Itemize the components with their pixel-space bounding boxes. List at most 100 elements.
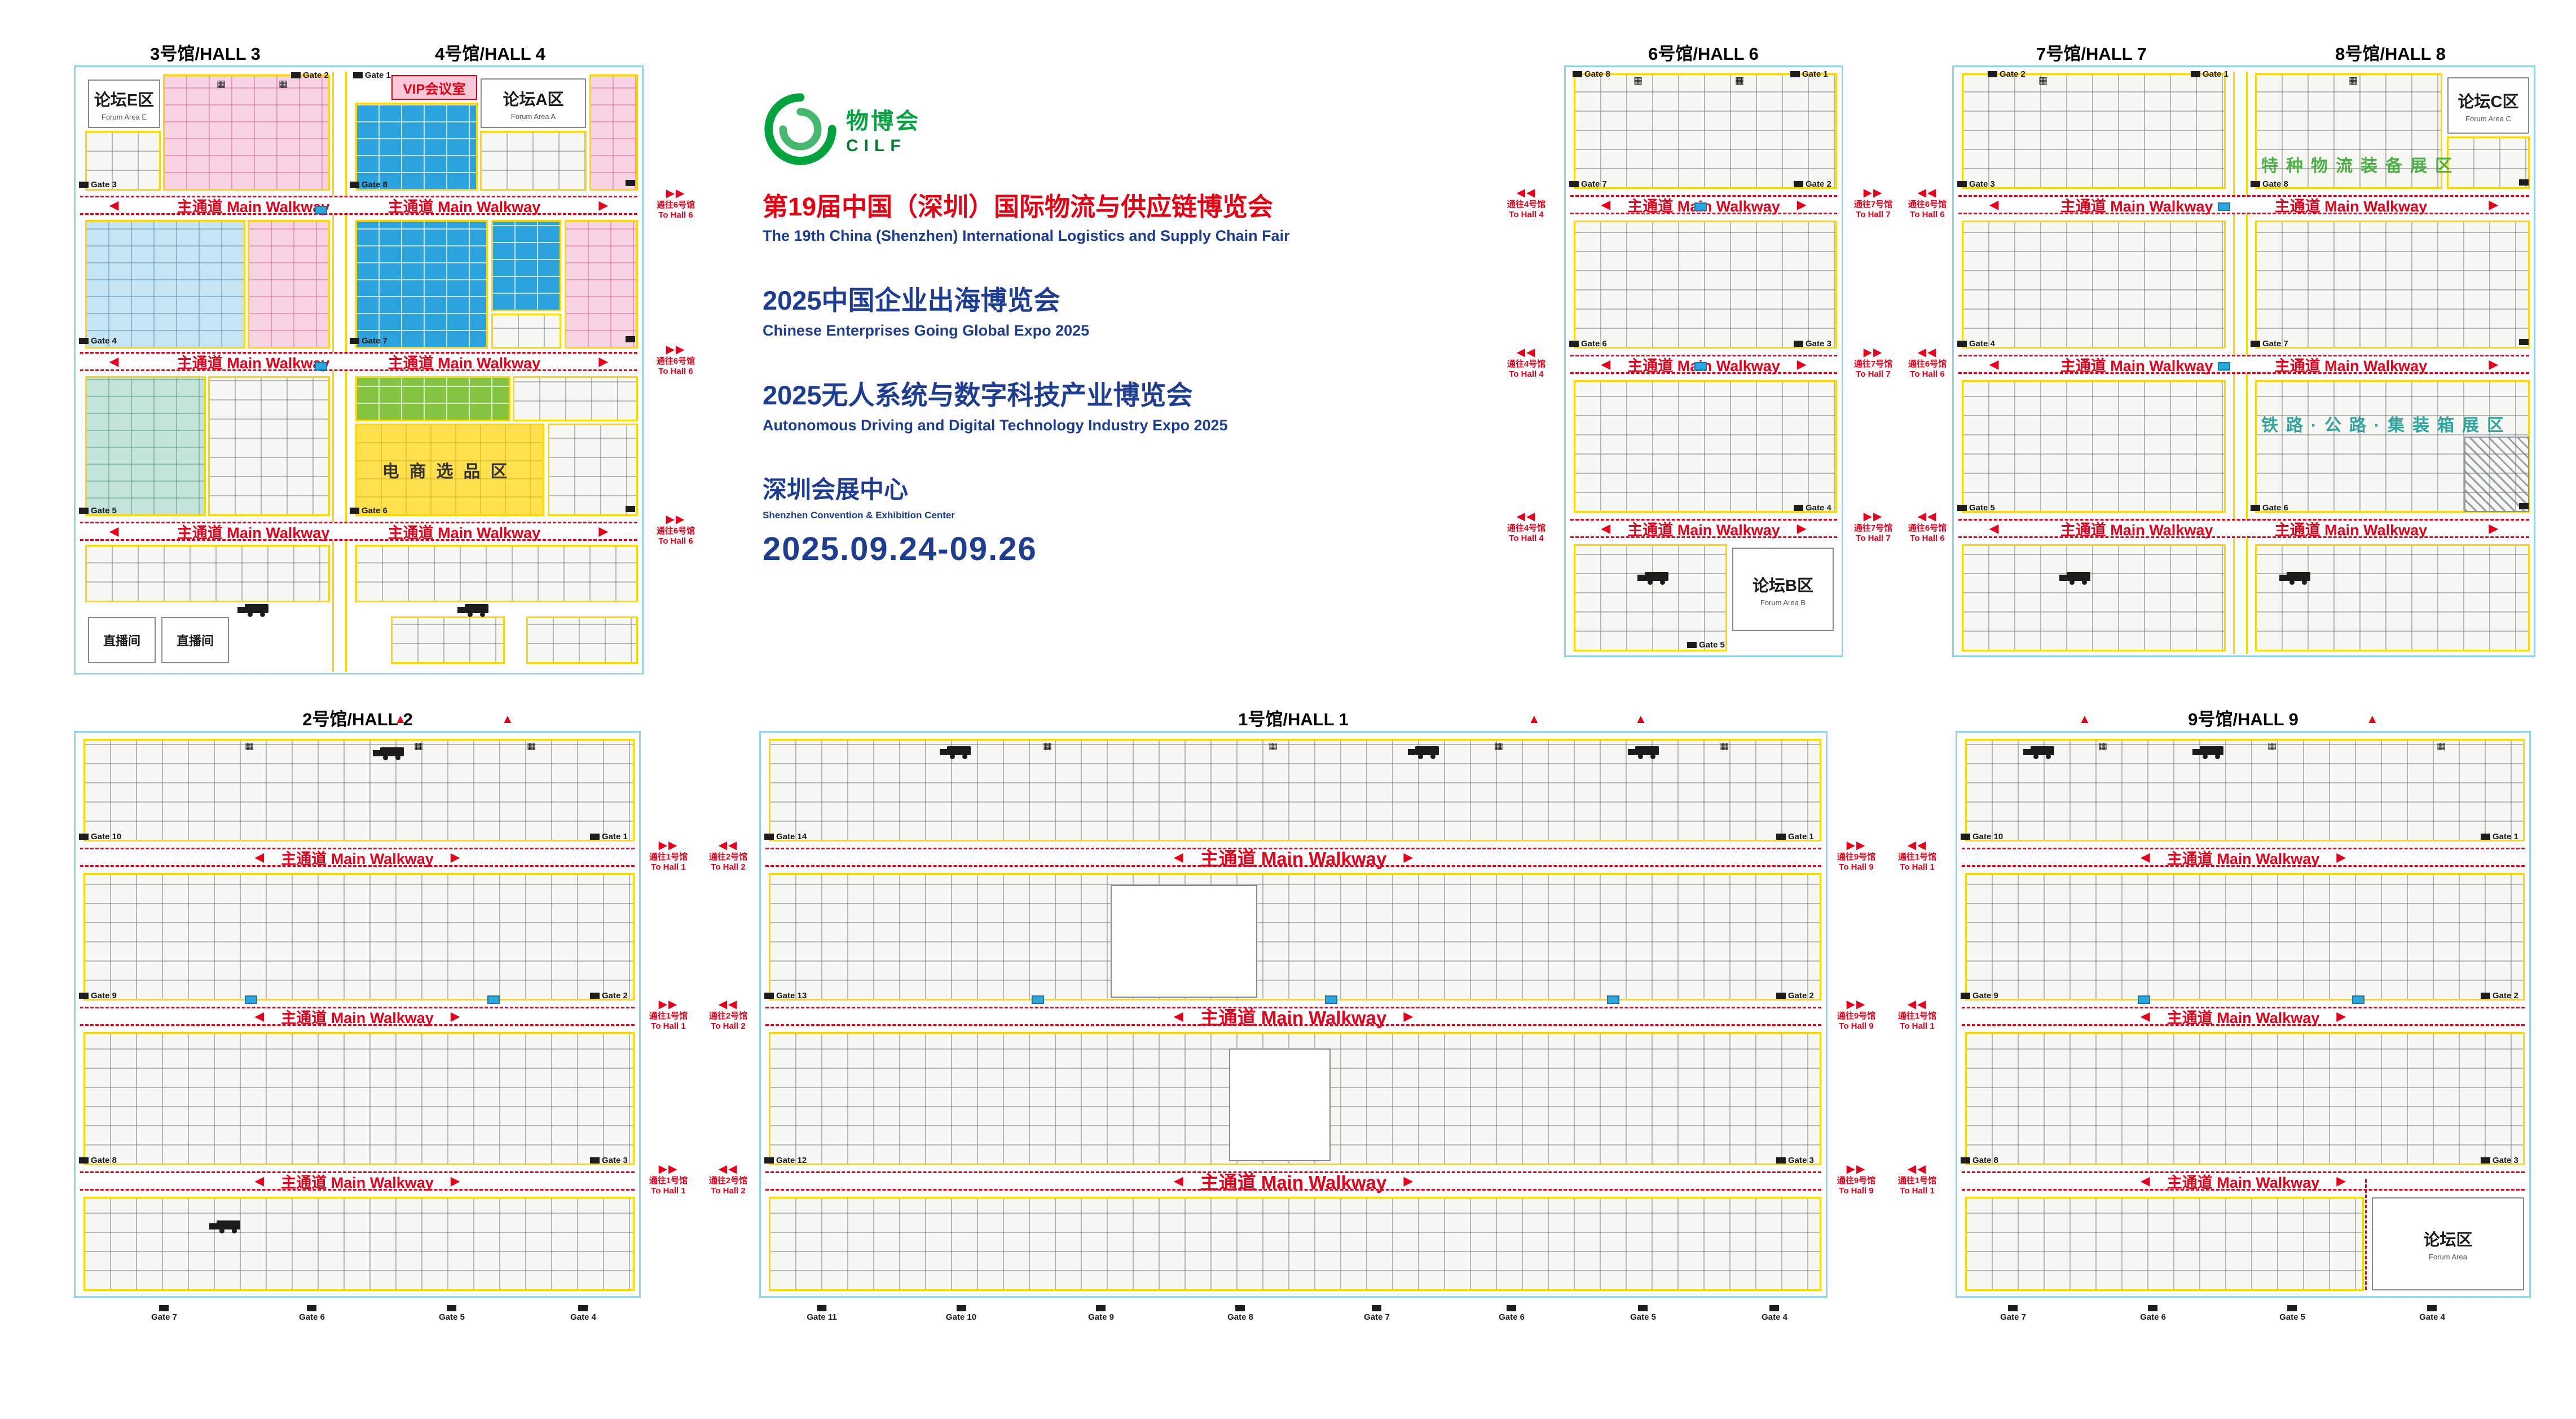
gate-icon — [578, 1305, 588, 1311]
hall-2-title: 2号馆/HALL 2 — [302, 710, 413, 729]
main-walkway: ◀ 主通道 Main Walkway 主通道 Main Walkway ▶ — [1958, 195, 2529, 215]
booth-grid — [548, 424, 638, 516]
gate-icon — [626, 506, 635, 512]
booth-grid — [526, 616, 638, 664]
arrow-right-icon: ▶ — [1796, 197, 1807, 211]
main-walkway: ◀ 主通道 Main Walkway ▶ — [765, 1007, 1821, 1028]
gate: Gate 2 — [2481, 991, 2518, 1001]
booth-grid — [769, 739, 1821, 841]
gate: Gate 6 — [1569, 339, 1607, 349]
arrow-left-icon: ◀ — [1989, 357, 1999, 371]
booth-grid — [480, 131, 587, 191]
booth-grid — [769, 873, 1821, 1001]
expo2-title-cn: 2025中国企业出海博览会 — [763, 285, 1060, 315]
arrow-left-icon: ◀ — [254, 1174, 265, 1188]
gate: Gate 5 — [1687, 640, 1725, 650]
main-walkway: ◀ 主通道 Main Walkway ▶ — [765, 1171, 1821, 1193]
arrow-left-icon: ◀ — [1173, 850, 1183, 864]
arrow-left-icon: ◀◀ — [718, 1163, 738, 1175]
hall-9: ◀ 主通道 Main Walkway ▶ ◀ 主通道 Main Walkway … — [1956, 731, 2531, 1298]
booth-grid — [83, 873, 635, 1001]
logo-en: CILF — [846, 136, 906, 155]
gate-icon — [307, 1305, 317, 1311]
service-point-icon — [1607, 995, 1619, 1004]
hall-6: ◀ 主通道 Main Walkway ▶ ◀ 主通道 Main Walkway … — [1564, 65, 1843, 657]
gate: Gate 3 — [1957, 179, 1995, 189]
zone-label-rail-road-container: 铁路·公路·集装箱展区 — [2261, 416, 2512, 435]
logo-cn: 物博会 — [846, 109, 921, 134]
gate-icon — [590, 993, 600, 999]
gate: Gate 8 — [2251, 179, 2288, 189]
feature-booth — [1229, 1048, 1331, 1161]
gate-icon — [1569, 181, 1579, 187]
gate: Gate 1 — [353, 70, 391, 80]
gate: Gate 14 — [764, 832, 807, 841]
arrow-right-icon: ▶ — [2489, 521, 2499, 535]
gate-icon — [2251, 505, 2260, 511]
venue-cn: 深圳会展中心 — [763, 477, 908, 504]
gate: Gate 2 — [1988, 69, 2025, 79]
arrow-right-icon: ▶ — [450, 850, 460, 864]
gate-icon — [1776, 834, 1786, 840]
arrow-right-icon: ▶▶ — [1846, 839, 1866, 852]
vent-icon: ▦ — [527, 741, 536, 751]
main-walkway: ◀ 主通道 Main Walkway 主通道 Main Walkway ▶ — [80, 196, 637, 215]
main-walkway: ◀ 主通道 Main Walkway 主通道 Main Walkway ▶ — [1958, 355, 2529, 374]
gate: Gate 7 — [2251, 339, 2288, 349]
gate-icon — [350, 508, 359, 514]
gate-icon — [1961, 993, 1970, 999]
forum-area-b: 论坛B区 Forum Area B — [1732, 548, 1834, 631]
gate: Gate 8 — [1961, 1156, 1998, 1165]
booth-grid — [391, 616, 505, 664]
gate-icon — [291, 72, 301, 78]
booth-grid — [1965, 873, 2525, 1001]
exit-arrow-icon: ▲ — [501, 712, 514, 726]
expo3-title-cn: 2025无人系统与数字科技产业博览会 — [763, 380, 1193, 410]
gate-icon — [764, 1157, 774, 1164]
arrow-left-icon: ◀◀ — [1907, 839, 1927, 852]
main-walkway: ◀ 主通道 Main Walkway ▶ — [1962, 1171, 2525, 1191]
booth-grid — [1574, 544, 1727, 651]
gate: Gate 7 — [151, 1305, 177, 1322]
booth-grid — [513, 376, 638, 421]
vent-icon: ▦ — [2437, 741, 2446, 751]
arrow-right-icon: ▶ — [598, 354, 609, 368]
arrow-left-icon: ◀ — [1601, 357, 1611, 371]
hall-3-title: 3号馆/HALL 3 — [150, 44, 261, 64]
gate-icon — [2251, 341, 2260, 347]
gate: Gate 5 — [2279, 1305, 2305, 1322]
service-point-icon — [1325, 995, 1337, 1004]
gate-icon — [764, 993, 774, 999]
gate: Gate 10 — [946, 1305, 976, 1322]
gate-icon — [1988, 71, 1997, 77]
gate-icon — [1096, 1305, 1106, 1311]
gate-icon — [1687, 642, 1697, 648]
gate-icon — [350, 338, 359, 344]
gate-icon — [1776, 1157, 1786, 1164]
booth-grid — [83, 1032, 635, 1165]
gate: Gate 7 — [1569, 179, 1607, 189]
feature-booth — [1111, 885, 1257, 998]
expo3-title-en: Autonomous Driving and Digital Technolog… — [763, 417, 1228, 434]
gate-icon — [447, 1305, 457, 1311]
arrow-left-icon: ◀◀ — [1516, 346, 1536, 359]
gate: Gate 2 — [590, 991, 628, 1001]
gate: Gate 2 — [1776, 991, 1814, 1001]
gate: Gate 7 — [1364, 1305, 1390, 1322]
gate-icon — [2191, 71, 2200, 77]
gate: Gate 4 — [79, 336, 117, 346]
gate: Gate 7 — [2000, 1305, 2026, 1322]
booth-grid — [355, 545, 638, 602]
vent-icon: ▦ — [279, 78, 288, 89]
booth-grid — [1574, 73, 1837, 189]
arrow-left-icon: ◀ — [1173, 1174, 1183, 1188]
arrow-right-icon: ▶▶ — [1863, 510, 1883, 523]
service-point-icon — [315, 362, 327, 371]
gate-icon — [79, 508, 89, 514]
